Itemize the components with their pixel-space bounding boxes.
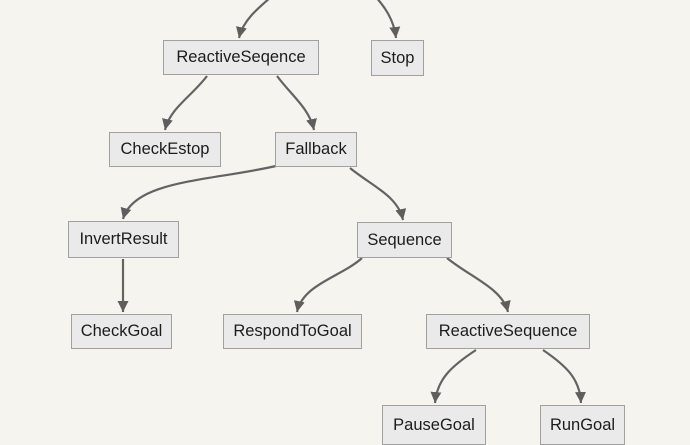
edge-sequence-to-reactivesequence — [446, 257, 511, 313]
node-checkestop: CheckEstop — [109, 132, 221, 167]
edge-reactivesequence-to-rungoal — [542, 349, 587, 404]
node-reactiveseqence: ReactiveSeqence — [163, 40, 319, 75]
node-label: ReactiveSeqence — [176, 48, 306, 67]
edge-fallback-to-sequence — [349, 167, 407, 221]
node-fallback: Fallback — [275, 132, 357, 167]
node-sequence: Sequence — [357, 222, 452, 258]
node-label: RunGoal — [549, 415, 616, 434]
node-label: RespondToGoal — [233, 322, 352, 341]
edge-reactivesequence-to-pausegoal — [430, 349, 477, 404]
edge-parent-to-reactiveseqence — [236, 0, 270, 39]
node-invertresult: InvertResult — [68, 221, 179, 258]
edge-reactiveseqence-to-fallback — [276, 75, 317, 131]
node-reactivesequence: ReactiveSequence — [426, 314, 590, 349]
node-label: Fallback — [285, 140, 347, 159]
edge-sequence-to-respondtogoal — [293, 257, 363, 313]
edge-parent-to-stop — [376, 0, 401, 39]
node-label: Stop — [380, 48, 415, 67]
node-stop: Stop — [371, 40, 424, 76]
edges-layer — [117, 0, 587, 404]
node-label: CheckEstop — [120, 140, 210, 159]
node-label: ReactiveSequence — [438, 322, 578, 341]
edge-reactiveseqence-to-checkestop — [162, 75, 208, 131]
node-pausegoal: PauseGoal — [382, 405, 486, 445]
node-label: Sequence — [367, 230, 442, 249]
edge-fallback-to-invertresult — [120, 164, 277, 220]
node-label: InvertResult — [79, 230, 168, 249]
node-rungoal: RunGoal — [540, 405, 625, 445]
node-respondtogoal: RespondToGoal — [223, 314, 362, 349]
node-label: PauseGoal — [393, 415, 475, 434]
node-label: CheckGoal — [80, 322, 163, 341]
node-checkgoal: CheckGoal — [71, 314, 172, 349]
